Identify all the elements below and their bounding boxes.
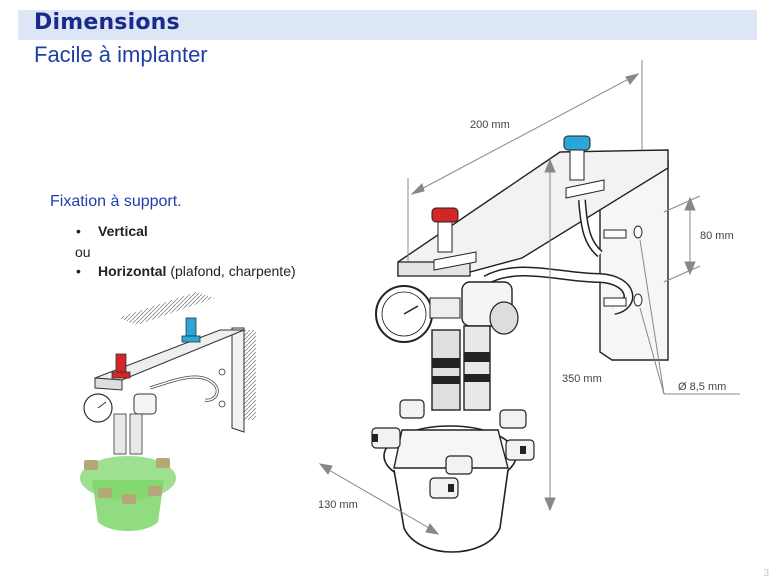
nozzle-ring [448,484,454,492]
page-title: Dimensions [34,10,180,35]
coupling-left [431,329,461,411]
bowl-manifold [393,429,509,469]
option-horizontal-rest: (plafond, charpente) [166,263,296,279]
thumb-coupling [129,413,143,455]
dim-extension [663,265,701,283]
bullet-icon: • [76,223,81,239]
arrow-head [625,73,640,85]
bowl-body [393,469,509,553]
nozzle [429,477,459,499]
bullet-icon: • [76,263,81,279]
hose-inner [484,267,632,314]
thumb-bracket-plate [231,327,245,433]
nozzle-ring [372,434,378,442]
coupling-ring [432,376,460,384]
pressure-gauge-needle [403,305,419,315]
thumb-coupling [113,413,127,455]
page-number: 3 [763,568,769,579]
dim-extension [663,195,701,213]
thumb-hose-inner [149,376,218,401]
gauge-connector [429,297,461,319]
thumb-nozzle [148,486,162,496]
leader-line [639,239,665,395]
nozzle [399,399,425,419]
regulator-knob-icon [489,301,519,335]
coupling-ring [432,358,460,368]
main-diagram [371,135,669,553]
dim-height-label: 350 mm [562,373,602,385]
page-subtitle: Facile à implanter [34,42,208,67]
screw-icon [603,293,643,307]
nozzle [499,409,527,429]
thumb-nozzle [122,494,136,504]
nozzle-ring [520,446,526,454]
coupling-right [463,325,491,411]
arrow-head [684,261,696,276]
dimension-lines [318,60,740,535]
dim-spacing-label: 80 mm [700,230,734,242]
option-horizontal-bold: Horizontal [98,263,167,279]
thumb-nozzle [156,458,170,468]
thumb-hot-handle [111,371,131,379]
coupling-ring [464,374,490,382]
option-horizontal: Horizontal (plafond, charpente) [98,263,296,279]
arrow-head [684,196,696,211]
dim-depth-label: 130 mm [318,499,358,511]
thumb-hot-valve-icon [115,353,127,373]
cold-pipe-inner [579,199,602,256]
title-bar [18,10,757,40]
screw-icon [603,225,643,239]
dim-diameter-label: Ø 8,5 mm [678,381,726,393]
cold-valve-icon [563,135,605,199]
nozzle [445,455,473,475]
coupling-ring [464,352,490,362]
thumb-nozzle [84,460,98,470]
arrow-head [410,183,425,195]
hot-valve-icon [431,207,477,271]
ceiling-hatch [118,292,215,325]
thumb-gauge-needle [97,401,107,409]
pressure-gauge-dial [381,291,427,337]
thumb-screw [218,368,226,376]
option-vertical-bold: Vertical [98,223,148,239]
arrow-head [318,463,333,475]
separator-text: ou [75,244,91,260]
option-vertical: Vertical [98,223,148,239]
arrow-head [544,158,556,173]
fixation-heading: Fixation à support. [50,193,182,210]
thumb-screw [218,400,226,408]
leader-line [639,307,665,395]
thumb-cold-valve-icon [185,317,197,337]
thumb-nozzle [98,488,112,498]
arrow-head [425,523,440,535]
dim-width-label: 200 mm [470,119,510,131]
dim-depth-line [321,465,437,533]
arrow-head [544,497,556,512]
wall-hatch [244,330,256,420]
thumb-cold-handle [181,335,201,343]
thumb-regulator [133,393,157,415]
thumb-hose [149,375,219,402]
thumb-bracket-edge [94,377,123,391]
dim-width-line [411,73,639,195]
thumbnail-diagram [80,292,256,531]
